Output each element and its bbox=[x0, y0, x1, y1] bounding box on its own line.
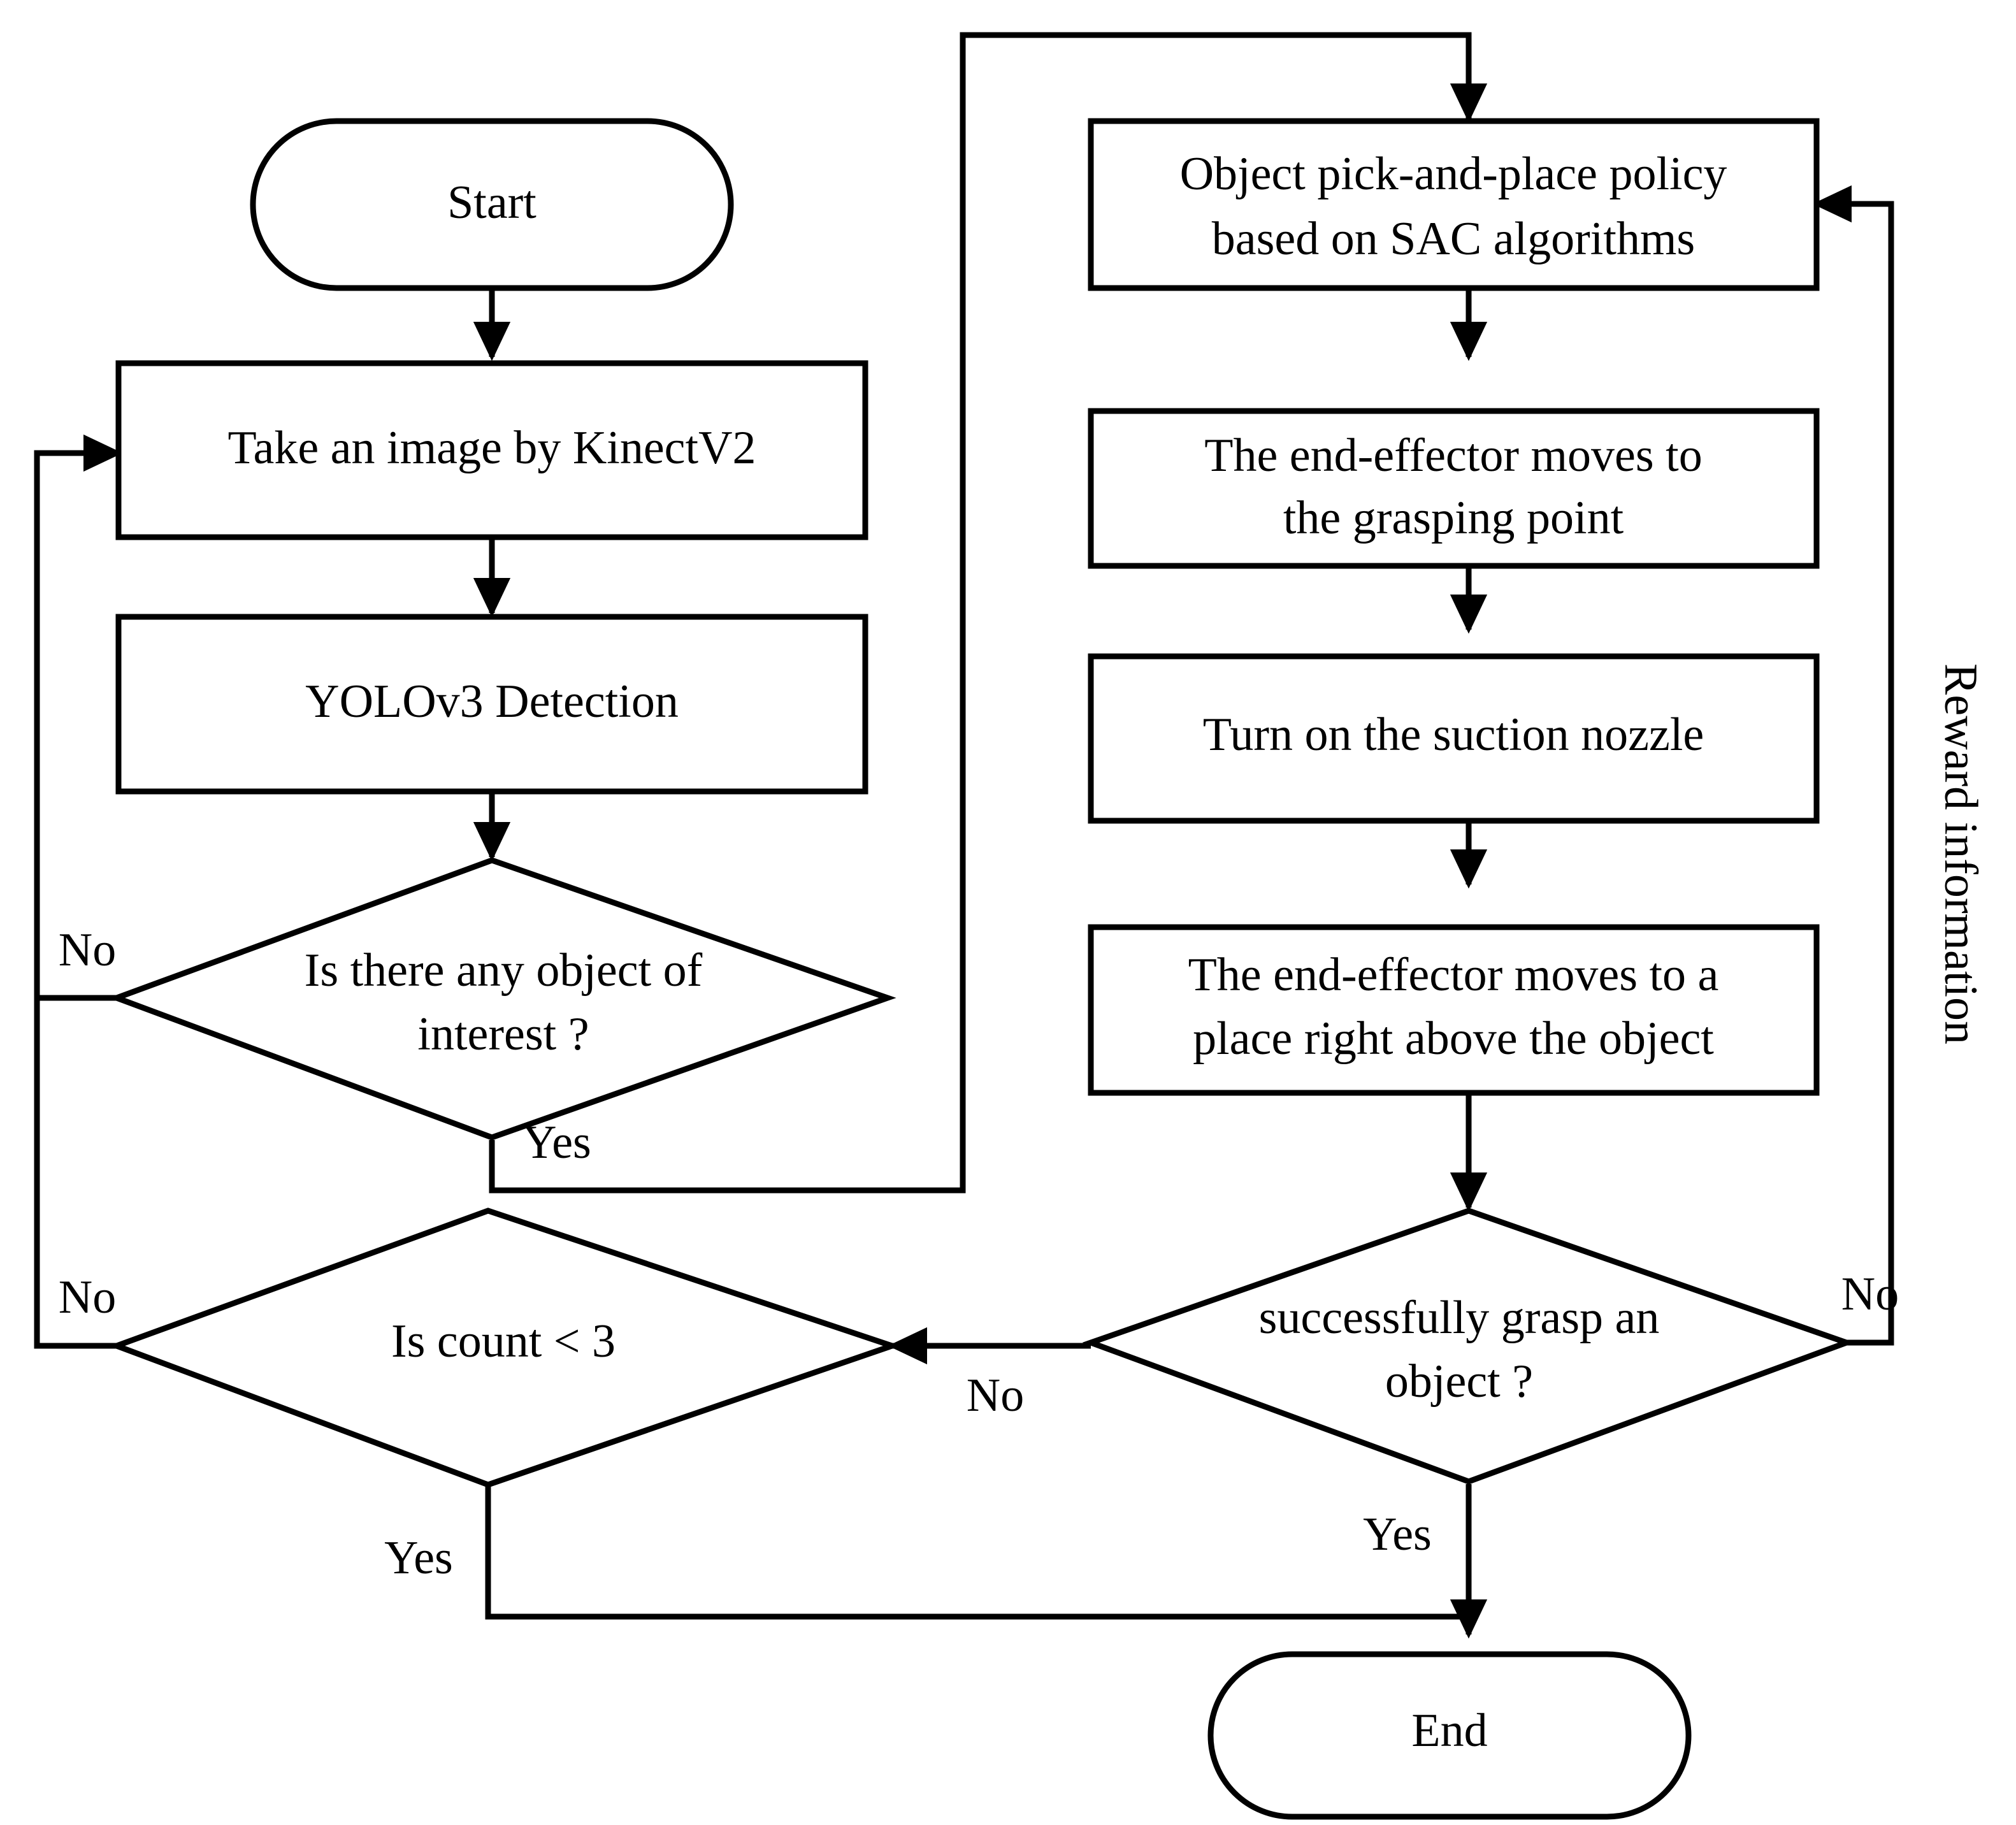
edge-grasp-check-no-reward-loop bbox=[1812, 185, 1894, 1346]
node-suction[interactable] bbox=[1088, 653, 1820, 824]
edge-label-count-yes: Yes bbox=[384, 1532, 453, 1584]
node-end-label: End bbox=[1411, 1705, 1487, 1757]
node-is-count[interactable] bbox=[108, 1208, 902, 1488]
node-start-label: Start bbox=[447, 177, 536, 229]
node-policy[interactable] bbox=[1088, 118, 1820, 291]
edge-count-no bbox=[34, 998, 117, 1349]
edge-object-check-yes-to-policy bbox=[489, 32, 1488, 1194]
edge-label-object-check-no: No bbox=[59, 924, 116, 976]
node-grasp-check-label-line2: object ? bbox=[1385, 1355, 1533, 1408]
node-yolo[interactable] bbox=[115, 614, 868, 795]
node-policy-label-line1: Object pick-and-place policy bbox=[1180, 148, 1727, 200]
edge-label-grasp-check-yes: Yes bbox=[1363, 1508, 1432, 1561]
node-policy-label-line2: based on SAC algorithms bbox=[1212, 213, 1695, 265]
node-move-grasp[interactable] bbox=[1088, 408, 1820, 569]
node-object-check-label-line2: interest ? bbox=[417, 1008, 589, 1060]
node-take-image-label: Take an image by KinectV2 bbox=[227, 422, 756, 474]
node-move-above-label-line2: place right above the object bbox=[1193, 1013, 1714, 1065]
node-yolo-label: YOLOv3 Detection bbox=[305, 675, 679, 728]
node-move-grasp-label-line2: the grasping point bbox=[1283, 492, 1624, 544]
node-move-above[interactable] bbox=[1088, 924, 1820, 1096]
node-suction-label: Turn on the suction nozzle bbox=[1203, 709, 1704, 761]
edge-label-reward-information: Reward information bbox=[1934, 663, 1987, 1044]
node-start[interactable] bbox=[250, 118, 734, 291]
node-move-grasp-label-line1: The end-effector moves to bbox=[1204, 429, 1702, 482]
node-is-count-label: Is count < 3 bbox=[391, 1315, 616, 1367]
edge-count-yes-to-end bbox=[485, 1486, 1469, 1620]
edge-left-rail-to-take-image bbox=[34, 434, 123, 998]
node-object-check-label-line1: Is there any object of bbox=[305, 944, 703, 997]
node-object-check[interactable] bbox=[108, 857, 896, 1141]
edge-label-grasp-check-no-left: No bbox=[967, 1369, 1024, 1422]
node-move-above-label-line1: The end-effector moves to a bbox=[1188, 949, 1719, 1001]
node-grasp-check[interactable] bbox=[1082, 1208, 1855, 1485]
node-grasp-check-label-line1: successfully grasp an bbox=[1259, 1292, 1660, 1344]
node-take-image[interactable] bbox=[115, 360, 868, 540]
edge-label-grasp-check-no-right: No bbox=[1841, 1268, 1899, 1320]
edge-label-count-no: No bbox=[59, 1271, 116, 1324]
edge-label-object-check-yes: Yes bbox=[522, 1116, 591, 1169]
node-end[interactable] bbox=[1207, 1651, 1692, 1820]
